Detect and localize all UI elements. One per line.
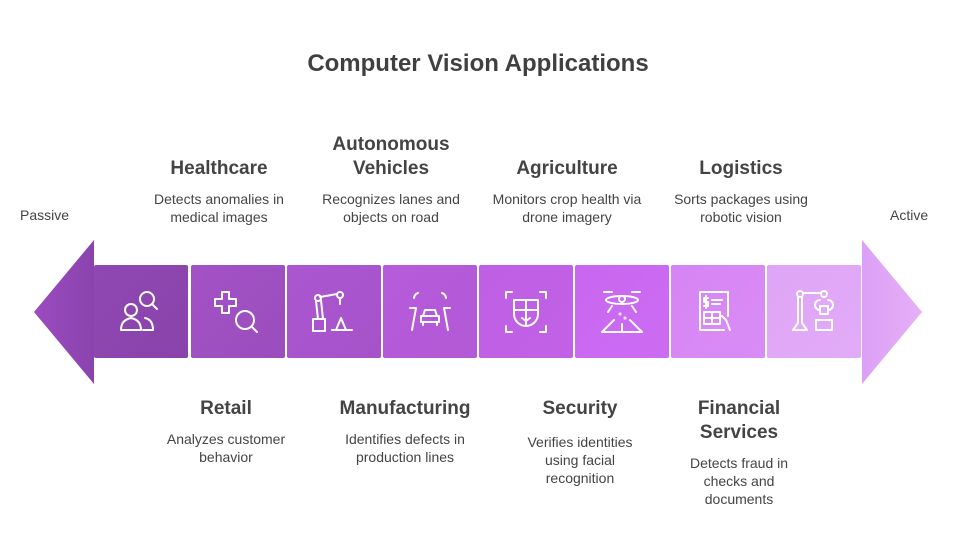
label-desc: Sorts packages using robotic vision — [674, 191, 808, 225]
label-title: Logistics — [699, 158, 783, 179]
page-title: Computer Vision Applications — [307, 50, 649, 77]
box-manufacturing — [287, 265, 381, 358]
robotic-sorter-icon — [792, 289, 834, 331]
box-retail — [94, 265, 188, 358]
box-agriculture — [575, 265, 669, 358]
label-title: Agriculture — [516, 158, 618, 179]
label-desc: Identifies defects in production lines — [345, 431, 465, 465]
label-desc: Recognizes lanes and objects on road — [322, 191, 460, 225]
drone-icon — [601, 290, 643, 333]
arrow-left-head — [34, 240, 94, 384]
box-security — [479, 265, 573, 358]
label-title: Security — [542, 398, 618, 419]
check-document-icon — [699, 290, 731, 331]
label-desc: Analyzes customer behavior — [166, 431, 286, 465]
medical-search-icon — [214, 290, 258, 333]
autonomous-car-icon — [409, 291, 451, 331]
label-title: Retail — [200, 398, 252, 419]
label-desc: Detects anomalies in medical images — [154, 191, 284, 225]
label-title: Autonomous Vehicles — [332, 134, 450, 179]
label-desc: Detects fraud in checks and documents — [689, 455, 789, 507]
scale-left-label: Passive — [20, 207, 70, 223]
face-scan-icon — [505, 290, 547, 333]
label-title: Financial Services — [697, 398, 781, 443]
label-title: Healthcare — [170, 158, 268, 179]
label-title: Manufacturing — [339, 398, 471, 419]
scale-right-label: Active — [890, 207, 929, 223]
box-logistics — [767, 265, 861, 358]
label-desc: Verifies identities using facial recogni… — [527, 434, 633, 486]
box-healthcare — [191, 265, 285, 358]
robot-arm-icon — [312, 290, 353, 332]
label-desc: Monitors crop health via drone imagery — [492, 191, 642, 225]
arrow-right-head — [862, 240, 922, 384]
box-autonomous-vehicles — [383, 265, 477, 358]
retail-customer-search-icon — [120, 290, 158, 331]
box-financial-services — [671, 265, 765, 358]
